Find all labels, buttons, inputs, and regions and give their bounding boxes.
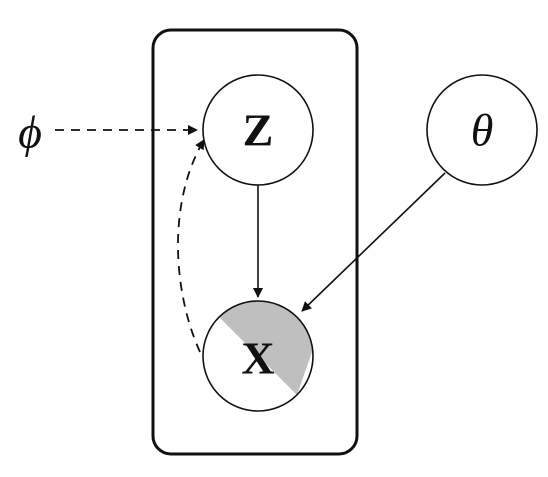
node-x-label: X — [241, 333, 274, 384]
plate — [151, 28, 359, 456]
node-z-circle — [202, 74, 314, 186]
node-z-label: Z — [243, 105, 274, 156]
node-phi-label: ϕ — [18, 107, 42, 158]
node-theta: θ — [426, 74, 538, 186]
node-theta-circle — [426, 74, 538, 186]
node-x-circle — [202, 300, 314, 412]
node-x: X — [202, 300, 314, 412]
node-theta-label: θ — [471, 105, 494, 156]
node-z: Z — [202, 74, 314, 186]
edge-x-to-z — [177, 139, 205, 353]
edge-theta-to-x — [301, 172, 446, 312]
